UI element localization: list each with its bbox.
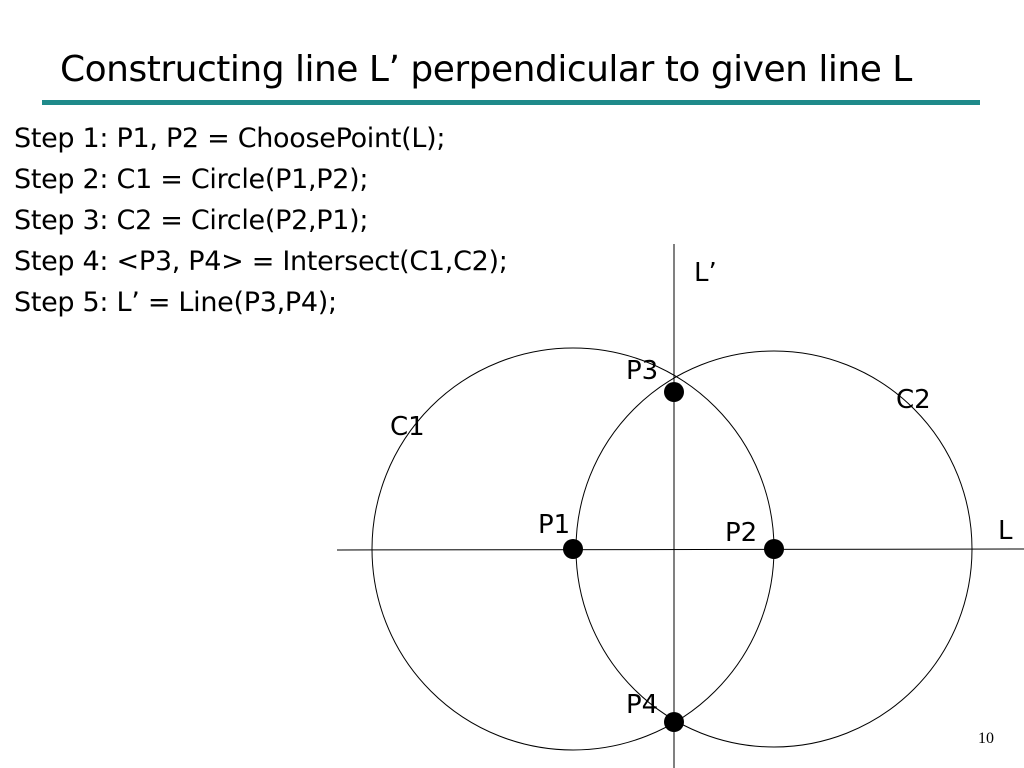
step-1: Step 1: P1, P2 = ChoosePoint(L);	[14, 123, 446, 154]
step-3: Step 3: C2 = Circle(P2,P1);	[14, 205, 369, 236]
step-5: Step 5: L’ = Line(P3,P4);	[14, 287, 337, 318]
line-l	[336, 548, 1024, 551]
title-divider	[42, 100, 980, 105]
label-l-prime: L’	[694, 258, 717, 288]
label-l: L	[998, 516, 1013, 546]
label-p3: P3	[626, 356, 658, 386]
slide-title: Constructing line L’ perpendicular to gi…	[60, 49, 912, 90]
label-p4: P4	[626, 690, 658, 720]
point-p2	[764, 539, 784, 559]
step-2: Step 2: C1 = Circle(P1,P2);	[14, 164, 369, 195]
steps-list: Step 1: P1, P2 = ChoosePoint(L); Step 2:…	[14, 118, 508, 323]
label-c2: C2	[896, 385, 931, 415]
step-4: Step 4: <P3, P4> = Intersect(C1,C2);	[14, 246, 508, 277]
page-number: 10	[978, 730, 994, 747]
label-p1: P1	[538, 510, 570, 540]
point-p3	[664, 382, 684, 402]
point-p4	[664, 712, 684, 732]
point-p1	[563, 539, 583, 559]
label-p2: P2	[725, 518, 757, 548]
label-c1: C1	[390, 412, 425, 442]
